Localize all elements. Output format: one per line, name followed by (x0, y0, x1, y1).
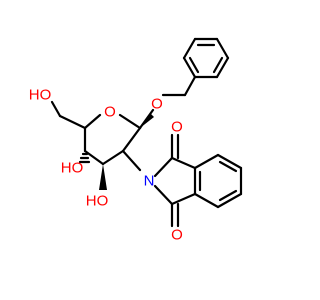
c5-ch2-bond (58, 114, 87, 130)
ch2-oh-bond (50, 100, 62, 118)
imide-ring (153, 156, 197, 206)
nitrogen-label: N (144, 173, 155, 190)
c4-hash-wedge (78, 152, 91, 164)
hydroxyl-label-c6: HO (29, 87, 52, 104)
benzyl-ch2-bond (183, 75, 197, 97)
benzyl-ring (182, 37, 230, 79)
hydroxyl-label-c3: HO (86, 193, 109, 210)
phthalimide-benzene (193, 153, 243, 209)
c2-n-bond (121, 149, 142, 172)
ring-oxygen-label: O (104, 104, 116, 121)
c3-bold-wedge (99, 164, 107, 190)
glycosidic-oxygen-label: O (151, 96, 163, 113)
carbonyl-oxygen-top-label: O (171, 119, 183, 136)
molecule-structure: HO O O N O O HO HO (29, 37, 243, 244)
carbonyl-oxygen-bottom-label: O (171, 227, 183, 244)
pyranose-ring (83, 113, 142, 166)
hydroxyl-label-c4: HO (61, 160, 84, 177)
c1-bold-wedge (140, 113, 154, 128)
